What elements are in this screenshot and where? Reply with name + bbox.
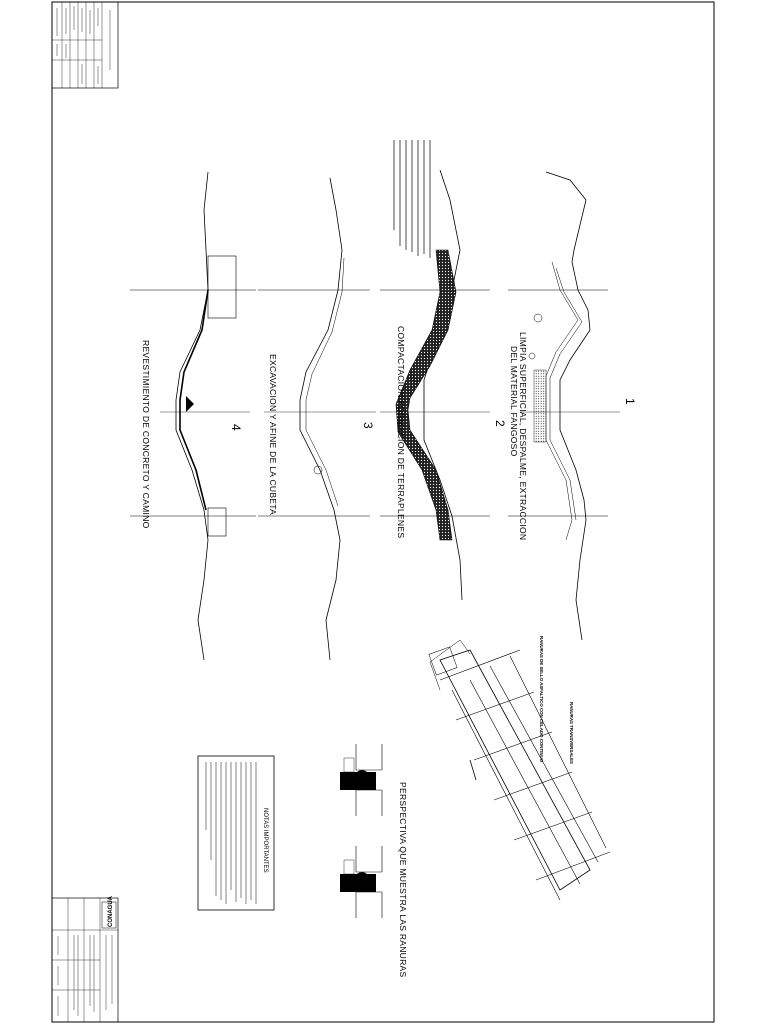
section-3-caption: EXCAVACION Y AFINE DE LA CUBETA [268, 354, 278, 515]
notes-box: NOTAS IMPORTANTES [197, 755, 275, 911]
perspective-view: RANURAS TRANSVERSALES RANURAS DE SELLO A… [340, 636, 611, 978]
title-block: CONAGUA [51, 895, 119, 1023]
embankment-fill [395, 249, 457, 541]
revision-block [51, 1, 119, 89]
section-1-caption-line-2: DEL MATERIAL FANGOSO [509, 346, 519, 457]
section-4-revestimiento: 4 REVESTIMIENTO DE CONCRETO Y CAMINO [130, 171, 256, 661]
sheet-border [51, 1, 715, 1023]
section-1-caption-line-1: LIMPIA SUPERFICIAL, DESPALME, EXTRACCION [518, 332, 528, 540]
section-1-number: 1 [623, 398, 637, 405]
section-4-number: 4 [229, 424, 243, 431]
section-1-despalme: 1 LIMPIA SUPERFICIAL, DESPALME, EXTRACCI… [508, 171, 637, 641]
perspective-label-transversales: RANURAS TRANSVERSALES [569, 702, 574, 764]
section-2-caption: COMPACTACION FORMACION DE TERRAPLENES [396, 326, 406, 538]
perspective-label-sello: RANURAS DE SELLO ASFALTICO CON CELADO CO… [539, 636, 544, 763]
joint-detail-2 [340, 846, 383, 918]
section-3-excavacion: 3 EXCAVACION Y AFINE DE LA CUBETA [258, 177, 376, 661]
perspective-title: PERSPECTIVA QUE MUESTRA LAS RANURAS [398, 782, 408, 978]
section-2-terraplenes: 2 COMPACTACION FORMACION DE TERRAPLENES [380, 140, 507, 601]
notes-title: NOTAS IMPORTANTES [262, 808, 268, 873]
section-2-number: 2 [493, 420, 507, 427]
agency-logo [101, 901, 117, 929]
section-3-number: 3 [361, 422, 375, 429]
joint-detail-1 [340, 744, 383, 816]
agency-name: CONAGUA [108, 895, 114, 927]
section-4-caption: REVESTIMIENTO DE CONCRETO Y CAMINO [141, 340, 151, 529]
